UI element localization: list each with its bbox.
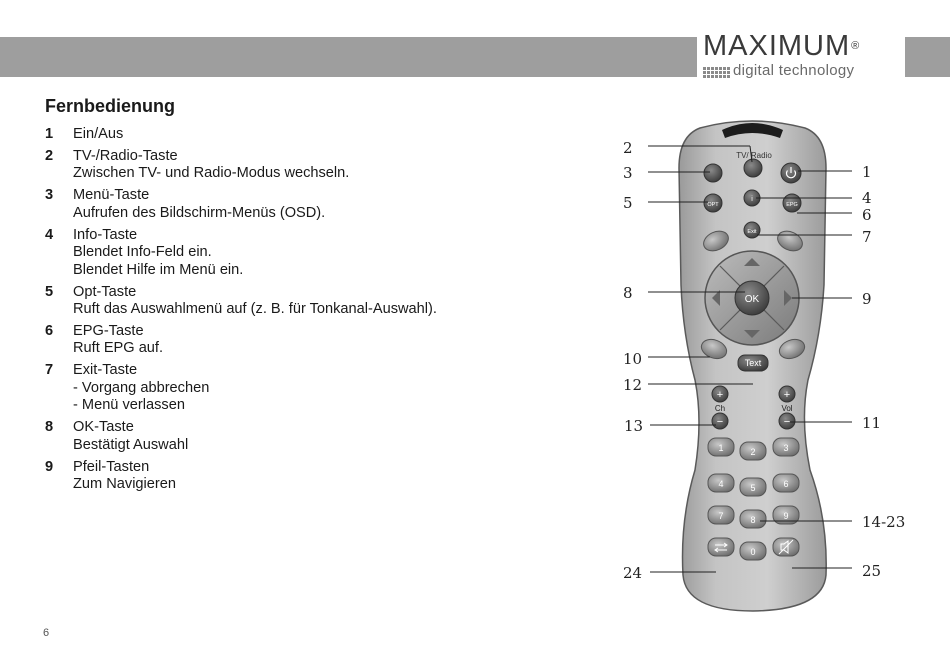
volume-label: Vol: [781, 404, 792, 413]
callout-lines: [648, 145, 852, 573]
arrow-left-icon[interactable]: [712, 290, 720, 306]
text-button-label: Text: [745, 358, 762, 368]
callout-13: 13: [624, 417, 643, 435]
arrow-right-icon[interactable]: [784, 290, 792, 306]
swap-button[interactable]: [707, 537, 735, 557]
callout-14-23: 14-23: [862, 513, 905, 531]
mute-icon: [778, 539, 794, 555]
opt-button[interactable]: [703, 193, 723, 213]
volume-down-label: −: [784, 416, 790, 428]
arrow-down-icon[interactable]: [744, 330, 760, 338]
digit-7-label: 7: [718, 511, 723, 521]
tv-radio-label: TV/ Radio: [736, 151, 772, 160]
opt-button-label: OPT: [707, 202, 719, 208]
callout-7: 7: [862, 228, 872, 246]
digit-4-label: 4: [718, 479, 723, 489]
ok-button[interactable]: [734, 280, 770, 316]
power-icon: [785, 167, 797, 179]
button-10[interactable]: [699, 336, 730, 362]
ir-window: [722, 123, 783, 138]
channel-up-button[interactable]: [711, 385, 729, 403]
callout-3: 3: [623, 164, 633, 182]
exit-button-label: Exit: [747, 229, 757, 235]
callout-6: 6: [862, 206, 872, 224]
channel-up-label: +: [717, 389, 723, 401]
text-button[interactable]: [737, 354, 769, 372]
channel-down-label: −: [717, 416, 723, 428]
digit-3-label: 3: [783, 443, 788, 453]
registered-mark: ®: [851, 40, 861, 52]
tv-radio-button[interactable]: [743, 158, 763, 178]
callout-2: 2: [623, 139, 633, 157]
callout-9: 9: [862, 290, 872, 308]
volume-down-button[interactable]: [778, 412, 796, 430]
callout-12: 12: [623, 376, 642, 394]
callout-11: 11: [862, 414, 881, 432]
callout-4: 4: [862, 189, 872, 207]
brand-dots-icon: [703, 66, 730, 78]
digit-3-button[interactable]: [772, 437, 800, 457]
callout-10: 10: [623, 350, 642, 368]
digit-0-label: 0: [750, 547, 755, 557]
digit-2-button[interactable]: [739, 441, 767, 461]
callout-25: 25: [862, 562, 881, 580]
digit-5-button[interactable]: [739, 477, 767, 497]
digit-9-button[interactable]: [772, 505, 800, 525]
volume-up-label: +: [784, 389, 790, 401]
digit-0-button[interactable]: [739, 541, 767, 561]
channel-label: Ch: [715, 404, 725, 413]
epg-button-label: EPG: [786, 202, 798, 208]
digit-1-button[interactable]: [707, 437, 735, 457]
exit-button[interactable]: [743, 221, 761, 239]
swap-arrows-icon: [714, 542, 728, 553]
header-bar-right: [905, 37, 950, 77]
callout-5: 5: [623, 194, 633, 212]
digit-8-label: 8: [750, 515, 755, 525]
button-11-oval[interactable]: [777, 336, 808, 362]
arrow-up-icon[interactable]: [744, 258, 760, 266]
callout-1: 1: [862, 163, 872, 181]
callout-8: 8: [623, 284, 633, 302]
digit-5-label: 5: [750, 483, 755, 493]
digit-6-button[interactable]: [772, 473, 800, 493]
brand-name: MAXIMUM®: [703, 30, 861, 62]
digit-4-button[interactable]: [707, 473, 735, 493]
volume-up-button[interactable]: [778, 385, 796, 403]
right-oval-button[interactable]: [774, 227, 805, 254]
number-keypad: 1 2 3 4 5 6 7 8 9 0: [707, 437, 800, 561]
menu-button[interactable]: [703, 163, 723, 183]
header-bar-left: [0, 37, 697, 77]
digit-9-label: 9: [783, 511, 788, 521]
ok-button-label: OK: [745, 294, 760, 305]
left-oval-button[interactable]: [700, 227, 731, 254]
digit-1-label: 1: [718, 443, 723, 453]
section-title: Fernbedienung: [45, 96, 175, 116]
digit-8-button[interactable]: [739, 509, 767, 529]
digit-2-label: 2: [750, 447, 755, 457]
brand-logo: MAXIMUM® digital technology: [703, 30, 903, 79]
callout-24: 24: [623, 564, 642, 582]
digit-6-label: 6: [783, 479, 788, 489]
brand-tagline: digital technology: [733, 62, 855, 79]
page-number: 6: [43, 627, 50, 639]
digit-7-button[interactable]: [707, 505, 735, 525]
info-button-label: i: [751, 196, 753, 203]
